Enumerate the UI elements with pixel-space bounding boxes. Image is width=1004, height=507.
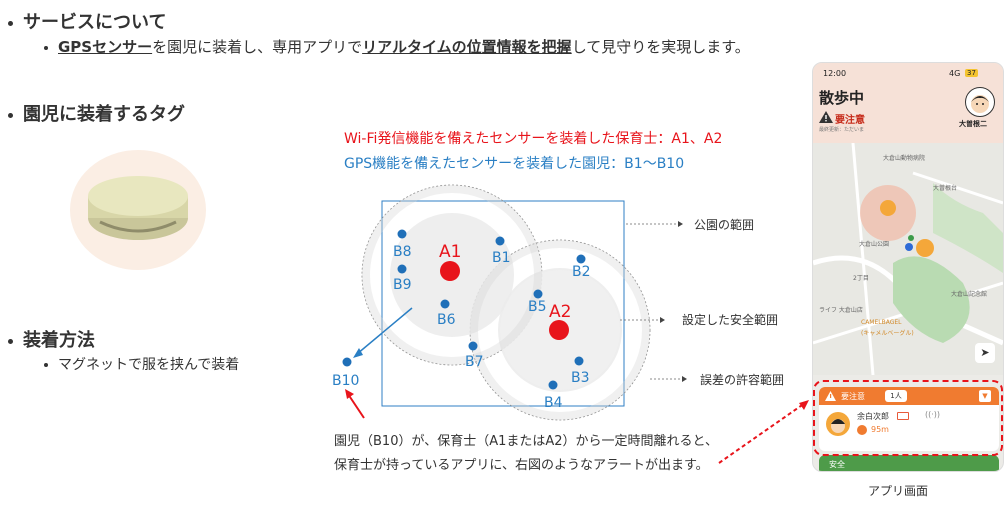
teacher-label-a2: A2 <box>549 302 571 322</box>
child-label-b4: B4 <box>544 395 563 411</box>
method-description: マグネットで服を挟んで装着 <box>44 354 239 374</box>
child-avatar <box>826 412 850 436</box>
callout-error-label: 誤差の許容範囲 <box>700 373 785 387</box>
status-battery: 37 <box>965 69 978 77</box>
child-name: 余白次郎 <box>857 412 889 421</box>
child-label-b6: B6 <box>437 312 456 328</box>
map-label: 2丁目 <box>853 275 869 282</box>
map-view[interactable]: 大倉山動物病院 大曽根台 大倉山公園 大倉山記念館 ライフ 大倉山店 CAMEL… <box>813 143 1003 375</box>
callout-safe-label: 設定した安全範囲 <box>682 313 779 327</box>
alert-card[interactable]: 要注意 1人 ▼ 余白次郎 ((·)) 95m <box>819 387 999 451</box>
child-label-b1: B1 <box>492 250 511 266</box>
child-label-b10: B10 <box>332 373 359 389</box>
tag-heading: 園児に装着するタグ <box>8 100 185 126</box>
park-area <box>893 256 970 343</box>
caption-line-1: 園児（B10）が、保育士（A1またはA2）から一定時間離れると、 <box>334 434 719 449</box>
map-label: (キャメルベーグル) <box>861 330 914 337</box>
map-label: 大倉山記念館 <box>951 291 988 298</box>
child-marker-b4 <box>548 380 558 390</box>
chevron-down-icon[interactable]: ▼ <box>979 390 991 402</box>
safe-label: 安全 <box>829 460 845 469</box>
teacher-marker-a1 <box>440 261 460 281</box>
status-network: 4G <box>949 69 961 78</box>
warning-icon <box>819 111 833 123</box>
service-desc-part4: して見守りを実現します。 <box>571 38 750 56</box>
locate-button[interactable]: ➤ <box>975 343 995 363</box>
map-label: 大倉山公園 <box>859 241 890 248</box>
method-description-text: マグネットで服を挟んで装着 <box>58 357 240 373</box>
distance: 95m <box>871 425 889 434</box>
warning-icon <box>825 391 836 401</box>
app-header: 12:00 4G 37 散歩中 要注意 最終更新：ただいま 大曽根二 <box>813 63 1003 143</box>
legend-teachers: Wi-Fi発信機能を備えたセンサーを装着した保育士：A1、A2 <box>344 131 723 147</box>
gps-sensor-text: GPSセンサー <box>58 38 153 56</box>
legend-children: GPS機能を備えたセンサーを装着した園児：B1～B10 <box>344 156 685 172</box>
child-marker-b10 <box>342 357 352 367</box>
tag-image <box>88 176 188 240</box>
child-label-b8: B8 <box>393 244 412 260</box>
child-label-b9: B9 <box>393 277 412 293</box>
teacher-label-a1: A1 <box>439 242 461 262</box>
child-label-b7: B7 <box>465 354 484 370</box>
map-label: ライフ 大倉山店 <box>819 307 863 314</box>
direction-icon <box>857 425 867 435</box>
last-updated: 最終更新：ただいま <box>819 127 865 133</box>
callout-park-label: 公園の範囲 <box>694 218 755 232</box>
child-marker-b5 <box>533 289 543 299</box>
service-heading: サービスについて <box>8 8 166 34</box>
safe-bar[interactable]: 安全 <box>819 455 999 471</box>
child-marker-b2 <box>576 254 586 264</box>
alert-highlight <box>813 380 1003 456</box>
caption-line-2: 保育士が持っているアプリに、右図のようなアラートが出ます。 <box>334 458 709 473</box>
tolerance-range-a2 <box>469 239 651 421</box>
child-marker-b8 <box>397 229 407 239</box>
method-heading-text: 装着方法 <box>23 330 95 351</box>
b10-separation-arrow <box>356 307 413 355</box>
teacher-marker-a2 <box>549 320 569 340</box>
current-location-dot <box>905 243 913 251</box>
app-caption: アプリ画面 <box>868 484 929 498</box>
map-label: 大倉山動物病院 <box>883 155 926 162</box>
service-desc-part2: を園児に装着し、専用アプリで <box>152 38 363 56</box>
method-heading: 装着方法 <box>8 326 95 352</box>
warning-status: 要注意 <box>835 115 865 126</box>
teacher-map-pin <box>880 200 896 216</box>
map-label: 大曽根台 <box>933 185 958 192</box>
child-marker-b6 <box>440 299 450 309</box>
child-marker-b1 <box>495 236 505 246</box>
service-description: GPSセンサーを園児に装着し、専用アプリでリアルタイムの位置情報を把握して見守り… <box>44 36 750 57</box>
safety-range-diagram: A1 A2 B1 B2 B3 B4 B5 B6 B7 B8 B9 B10 <box>332 184 687 421</box>
avatar[interactable] <box>965 87 995 117</box>
realtime-location-text: リアルタイムの位置情報を把握 <box>362 38 572 56</box>
child-marker-b7 <box>468 341 478 351</box>
service-heading-text: サービスについて <box>23 12 167 33</box>
caption-pointer-arrow <box>347 393 365 419</box>
alert-label: 要注意 <box>841 392 865 401</box>
screen-title: 散歩中 <box>819 89 865 107</box>
alert-count: 1人 <box>885 390 907 402</box>
child-map-pin <box>916 239 934 257</box>
alert-header: 要注意 1人 ▼ <box>819 387 999 405</box>
tag-heading-text: 園児に装着するタグ <box>23 104 185 125</box>
signal-icon: ((·)) <box>925 410 941 419</box>
child-marker-b9 <box>397 264 407 274</box>
battery-icon <box>897 412 909 420</box>
child-marker-b3 <box>574 356 584 366</box>
child-label-b5: B5 <box>528 299 547 315</box>
map-label: CAMELBAGEL <box>861 319 902 326</box>
avatar-name: 大曽根二 <box>959 120 987 128</box>
child-label-b3: B3 <box>571 370 590 386</box>
child-label-b2: B2 <box>572 264 591 280</box>
app-screen: 12:00 4G 37 散歩中 要注意 最終更新：ただいま 大曽根二 <box>812 62 1004 472</box>
phone-pointer-arrow <box>718 400 809 464</box>
status-time: 12:00 <box>823 69 847 78</box>
